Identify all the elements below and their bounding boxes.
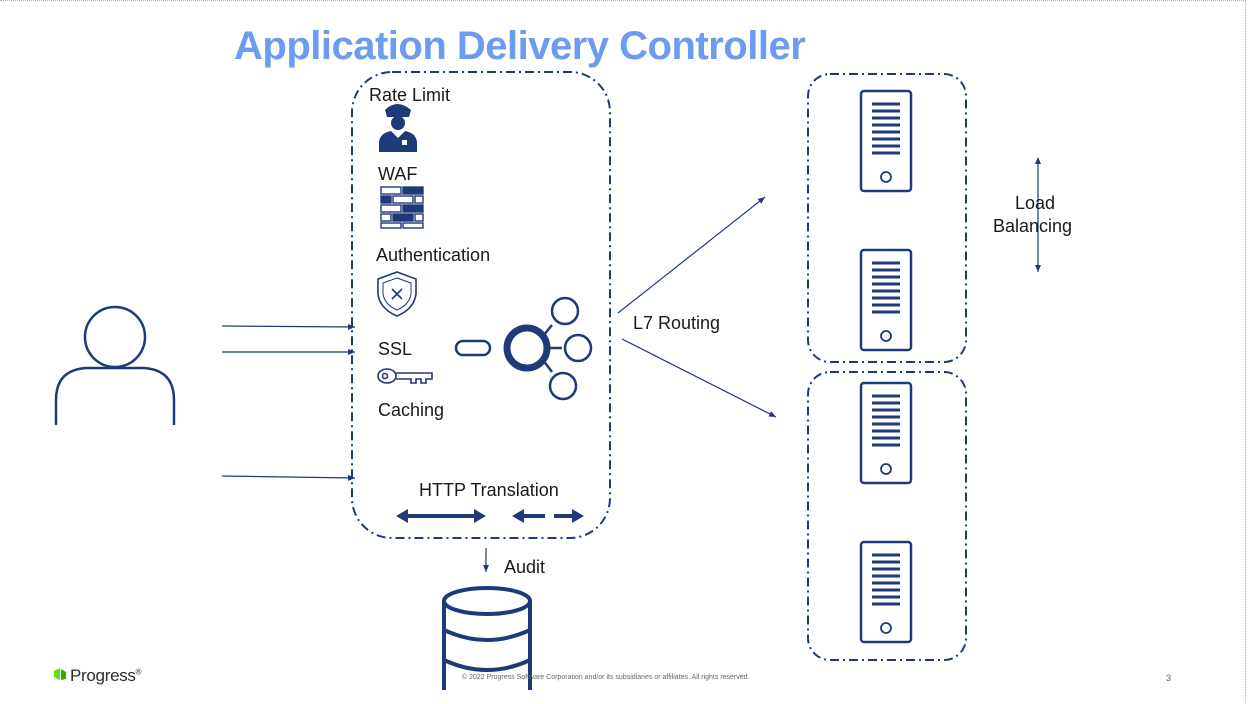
brand-name: Progress® <box>70 666 142 686</box>
server-group-bottom <box>807 371 967 661</box>
database-icon <box>442 586 532 690</box>
server-icon <box>859 540 913 644</box>
label-http-translation: HTTP Translation <box>419 480 559 500</box>
brand-registered-mark: ® <box>135 667 142 677</box>
page-number: 3 <box>1166 673 1172 683</box>
label-waf: WAF <box>378 164 418 184</box>
label-authentication: Authentication <box>376 245 491 265</box>
label-ssl: SSL <box>378 339 413 359</box>
label-audit: Audit <box>504 557 546 577</box>
firewall-icon <box>380 186 424 229</box>
request-arrow-3 <box>221 474 356 481</box>
request-arrow-1 <box>221 323 356 330</box>
slide-title: Application Delivery Controller <box>234 24 806 68</box>
server-icon <box>859 89 913 193</box>
adc-container <box>351 71 611 539</box>
progress-logo-icon <box>54 668 66 680</box>
routing-arrow-up <box>617 196 766 314</box>
label-load-balancing-line2: Balancing <box>993 216 1073 236</box>
server-group-top <box>807 73 967 363</box>
label-l7-routing: L7 Routing <box>633 313 721 333</box>
http-translation-arrows <box>396 509 584 523</box>
label-load-balancing-line1: Load <box>1015 193 1056 213</box>
server-icon <box>859 381 913 485</box>
copyright-text: © 2022 Progress Software Corporation and… <box>462 674 750 681</box>
brand-name-text: Progress <box>70 666 136 685</box>
server-icon <box>859 248 913 352</box>
shield-icon <box>377 271 417 317</box>
label-rate-limit: Rate Limit <box>369 85 451 105</box>
label-caching: Caching <box>378 400 445 420</box>
police-officer-icon <box>379 104 417 152</box>
routing-hub-icon <box>454 296 593 401</box>
routing-arrow-down <box>621 338 777 418</box>
user-icon <box>54 305 176 425</box>
key-icon <box>377 368 433 384</box>
